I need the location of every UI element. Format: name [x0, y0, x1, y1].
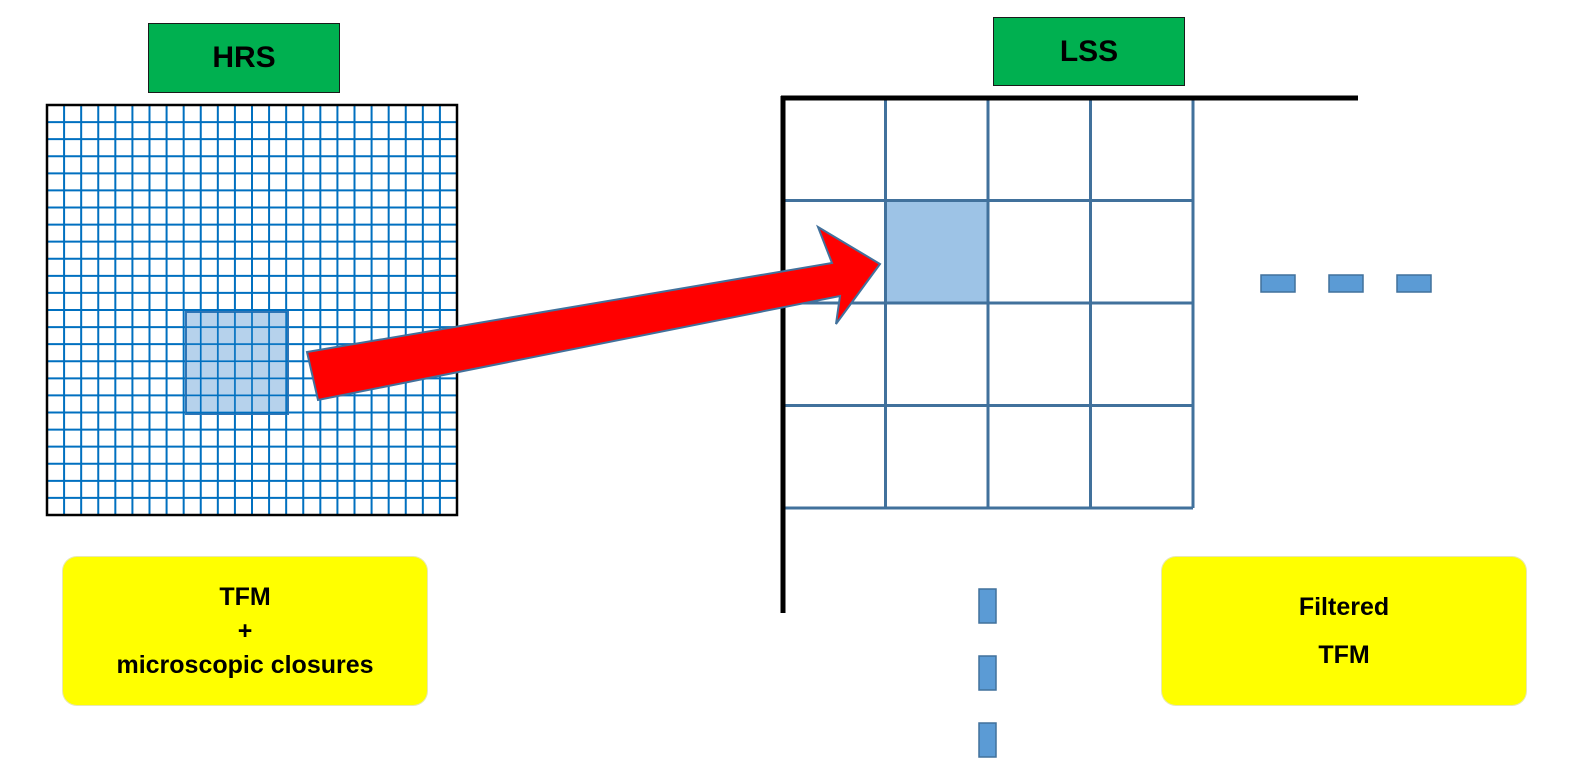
horizontal-ellipsis-dash: [1328, 274, 1364, 293]
hrs-caption-line: microscopic closures: [116, 651, 374, 679]
vertical-ellipsis-dash: [978, 722, 997, 758]
vertical-ellipsis-dash: [978, 655, 997, 691]
hrs-title-box: HRS: [148, 23, 340, 93]
lss-coarse-grid: [783, 98, 1195, 510]
hrs-caption-line: TFM: [219, 583, 271, 611]
lss-caption-line: TFM: [1318, 641, 1370, 669]
hrs-fine-grid: [47, 105, 457, 515]
hrs-title: HRS: [212, 41, 276, 74]
hrs-grid-border: [45, 103, 459, 517]
mapping-arrow: [305, 224, 882, 402]
lss-caption-box: Filtered TFM: [1162, 557, 1526, 705]
lss-title-box: LSS: [993, 17, 1185, 86]
hrs-caption-box: TFM + microscopic closures: [63, 557, 427, 705]
hrs-fine-grid-overlay: [186, 312, 288, 414]
vertical-ellipsis-dash: [978, 588, 997, 624]
lss-title: LSS: [1059, 34, 1119, 68]
hrs-highlight-region: [185, 311, 289, 415]
lss-caption-line: Filtered: [1298, 593, 1390, 621]
horizontal-ellipsis-dash: [1260, 274, 1296, 293]
lss-highlight-cell: [886, 201, 988, 303]
horizontal-ellipsis-dash: [1396, 274, 1432, 293]
hrs-caption-line: +: [237, 617, 253, 645]
